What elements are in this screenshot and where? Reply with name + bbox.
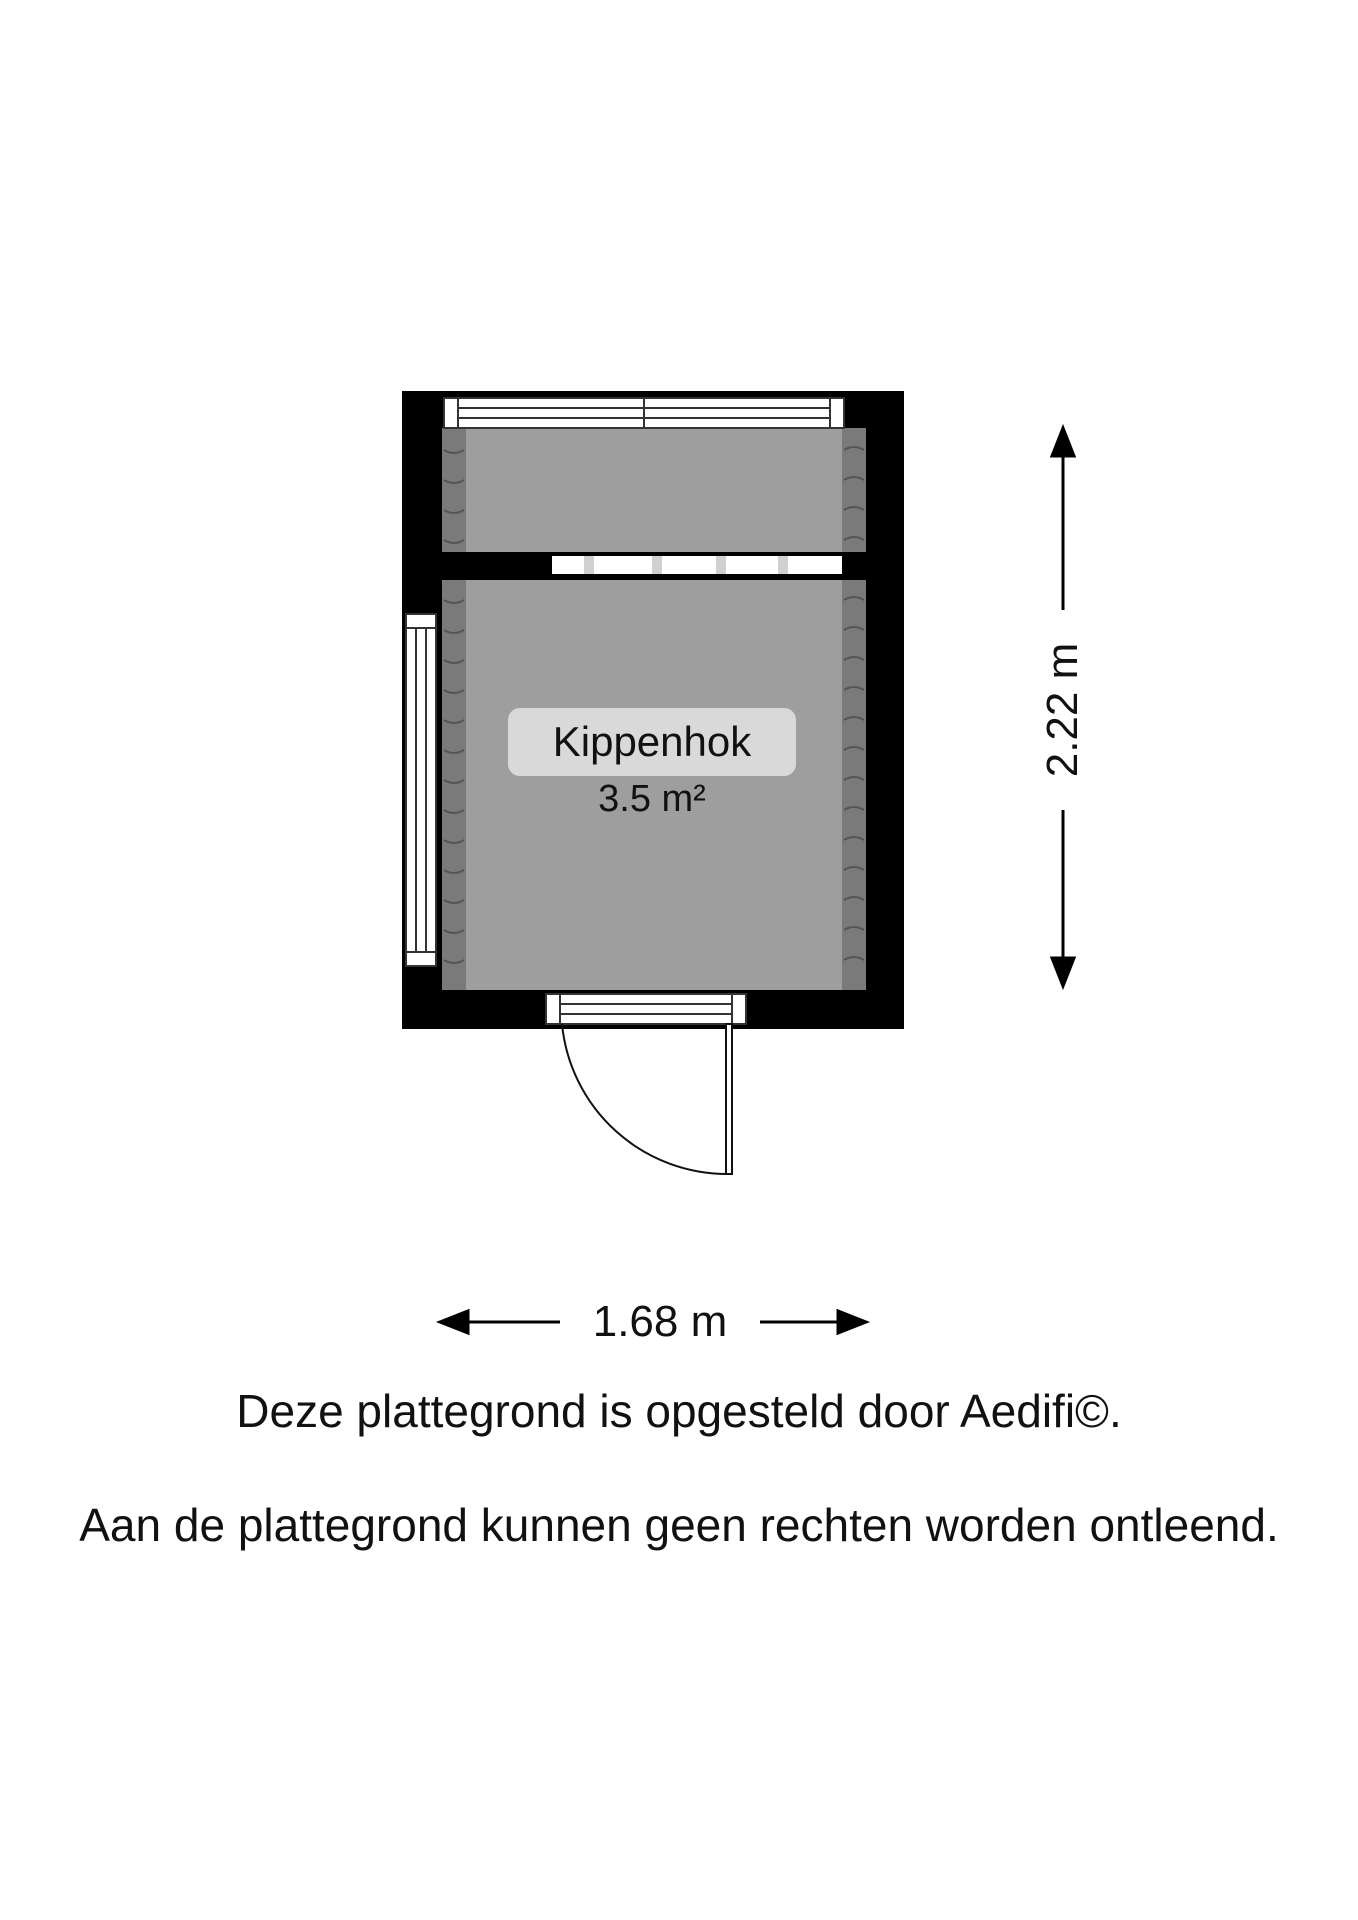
room-area: 3.5 m² [598, 778, 706, 820]
floor-upper-compartment [442, 428, 866, 552]
edge-pattern-right [843, 446, 865, 961]
edge-pattern-left [443, 449, 465, 964]
floor-edge-right-main [842, 580, 866, 990]
room-name: Kippenhok [552, 718, 752, 765]
partition-opening [552, 556, 842, 574]
disclaimer-author: Deze plattegrond is opgesteld door Aedif… [236, 1385, 1122, 1437]
door-opening [545, 993, 747, 1025]
disclaimer-rights: Aan de plattegrond kunnen geen rechten w… [79, 1499, 1279, 1551]
door-swing [561, 1023, 733, 1176]
top-window [443, 397, 845, 429]
left-window [405, 613, 437, 967]
floor-edge-left-main [442, 580, 466, 990]
room-name-label: Kippenhok [508, 708, 796, 776]
floor-main-room [442, 580, 866, 990]
height-dimension-line [1049, 423, 1077, 991]
width-dimension-label: 1.68 m [560, 1296, 760, 1348]
floor-edge-left-upper [442, 428, 466, 552]
partition-posts [584, 556, 788, 574]
height-dimension-label: 2.22 m [1037, 610, 1089, 810]
